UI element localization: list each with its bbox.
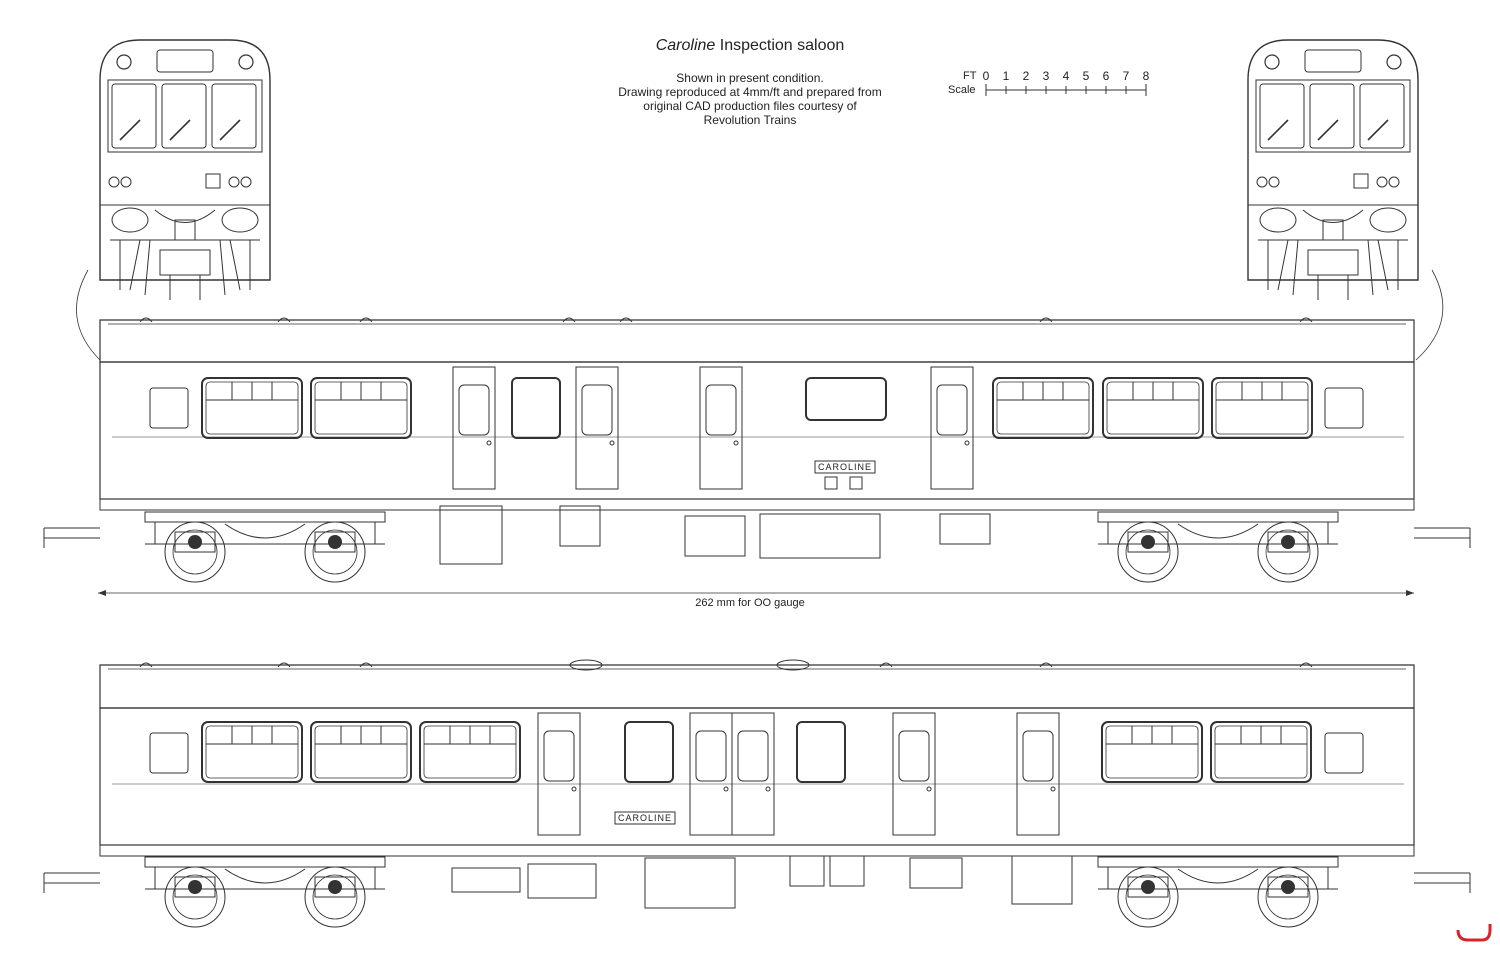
cab-front-right: [1247, 39, 1419, 301]
scale-tick-label: 4: [1062, 69, 1070, 83]
elevation-side-b: [43, 659, 1471, 928]
scale-tick-label: 6: [1102, 69, 1110, 83]
note-line: original CAD production files courtesy o…: [643, 99, 857, 113]
drawing-title: Caroline Inspection saloon: [560, 37, 940, 55]
title-rest: Inspection saloon: [715, 37, 845, 54]
dimension-line: [98, 590, 1414, 596]
scale-label: Scale: [948, 84, 976, 96]
nameboard-top: CAROLINE: [817, 462, 872, 472]
scale-tick-label: 0: [982, 69, 990, 83]
scale-tick-label: 7: [1122, 69, 1130, 83]
title-italic: Caroline: [655, 37, 716, 54]
note-line: Revolution Trains: [703, 113, 797, 127]
brand-logo-icon: [1456, 924, 1492, 942]
scale-tick-label: 8: [1142, 69, 1150, 83]
nameboard-bottom: CAROLINE: [617, 813, 672, 823]
scale-unit: FT: [963, 70, 977, 82]
scale-tick-label: 3: [1042, 69, 1050, 83]
scale-tick-label: 2: [1022, 69, 1030, 83]
drawing-notes: Shown in present condition. Drawing repr…: [590, 71, 910, 127]
note-line: Shown in present condition.: [676, 71, 824, 85]
note-line: Drawing reproduced at 4mm/ft and prepare…: [618, 85, 882, 99]
cab-front-left: [99, 39, 271, 301]
scale-tick-label: 1: [1002, 69, 1010, 83]
scale-tick-label: 5: [1082, 69, 1090, 83]
dimension-label: 262 mm for OO gauge: [695, 597, 805, 609]
scale-bar: [985, 84, 1147, 96]
elevation-side-a: [43, 317, 1471, 583]
